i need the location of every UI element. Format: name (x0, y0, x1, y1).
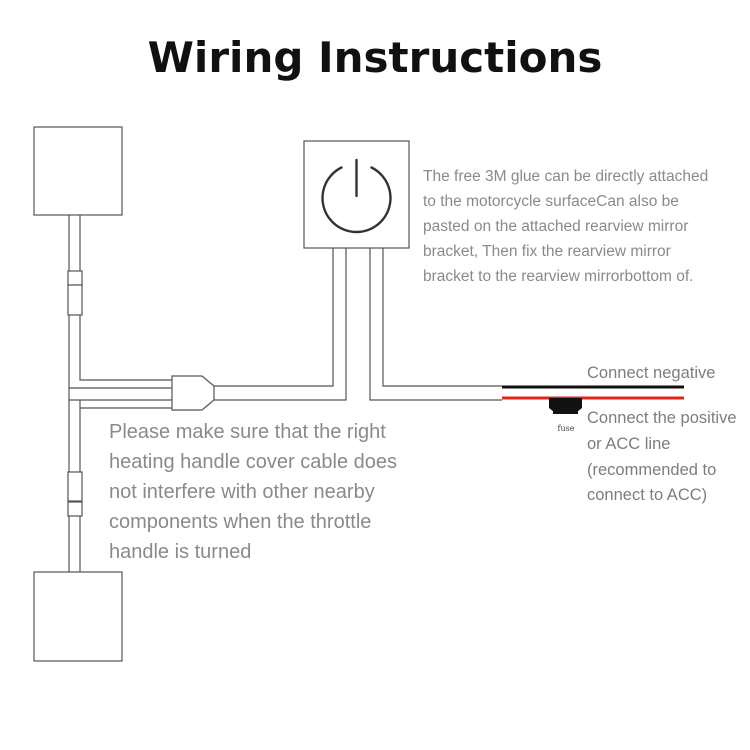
positive-label: Connect the positive or ACC line (recomm… (587, 409, 737, 504)
switch-mounting-note: The free 3M glue can be directly attache… (423, 168, 708, 285)
svg-text:connect to ACC): connect to ACC) (587, 486, 707, 504)
svg-text:not interfere with other nearb: not interfere with other nearby (109, 481, 375, 503)
svg-text:handle is turned: handle is turned (109, 541, 251, 563)
svg-text:or ACC line: or ACC line (587, 435, 670, 453)
bottom-heater-cable (67, 400, 83, 572)
svg-text:heating handle cover cable doe: heating handle cover cable does (109, 451, 397, 473)
svg-text:Please make sure that the righ: Please make sure that the right (109, 421, 386, 443)
splitter-to-switch-cable (214, 248, 347, 401)
splitter-branch-wires (68, 378, 172, 409)
svg-text:pasted on the attached rearvie: pasted on the attached rearview mirror (423, 218, 688, 235)
svg-text:components when the throttle: components when the throttle (109, 511, 371, 533)
fuse-label: fuse (558, 424, 575, 433)
power-icon (321, 158, 392, 234)
negative-label: Connect negative (587, 364, 715, 382)
switch-to-power-cable (369, 248, 502, 401)
bottom-handle-heater-box (33, 571, 123, 662)
top-heater-cable (67, 215, 83, 378)
svg-text:to the motorcycle surfaceCan a: to the motorcycle surfaceCan also be (423, 193, 679, 210)
top-handle-heater-box (33, 126, 123, 216)
page-title: Wiring Instructions (148, 33, 603, 82)
svg-text:bracket to the rearview mirror: bracket to the rearview mirrorbottom of. (423, 268, 694, 285)
svg-text:bracket, Then fix the rearview: bracket, Then fix the rearview mirror (423, 243, 671, 260)
cable-routing-note: Please make sure that the right heating … (109, 421, 397, 563)
svg-text:Connect the positive: Connect the positive (587, 409, 737, 427)
svg-text:The free 3M glue can be direct: The free 3M glue can be directly attache… (423, 168, 708, 185)
fuse-icon (549, 398, 582, 414)
y-splitter-connector (171, 375, 215, 411)
svg-text:(recommended to: (recommended to (587, 461, 716, 479)
